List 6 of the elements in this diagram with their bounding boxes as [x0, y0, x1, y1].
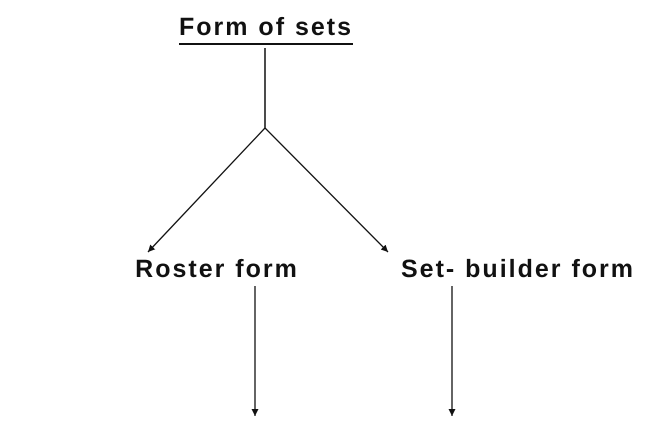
arrow	[264, 48, 388, 252]
arrow	[252, 286, 258, 416]
heading: Form of sets	[178, 13, 354, 45]
node-label: Set- builder form	[400, 254, 635, 284]
arrow	[448, 286, 456, 416]
node-label: Roster form	[135, 254, 299, 284]
